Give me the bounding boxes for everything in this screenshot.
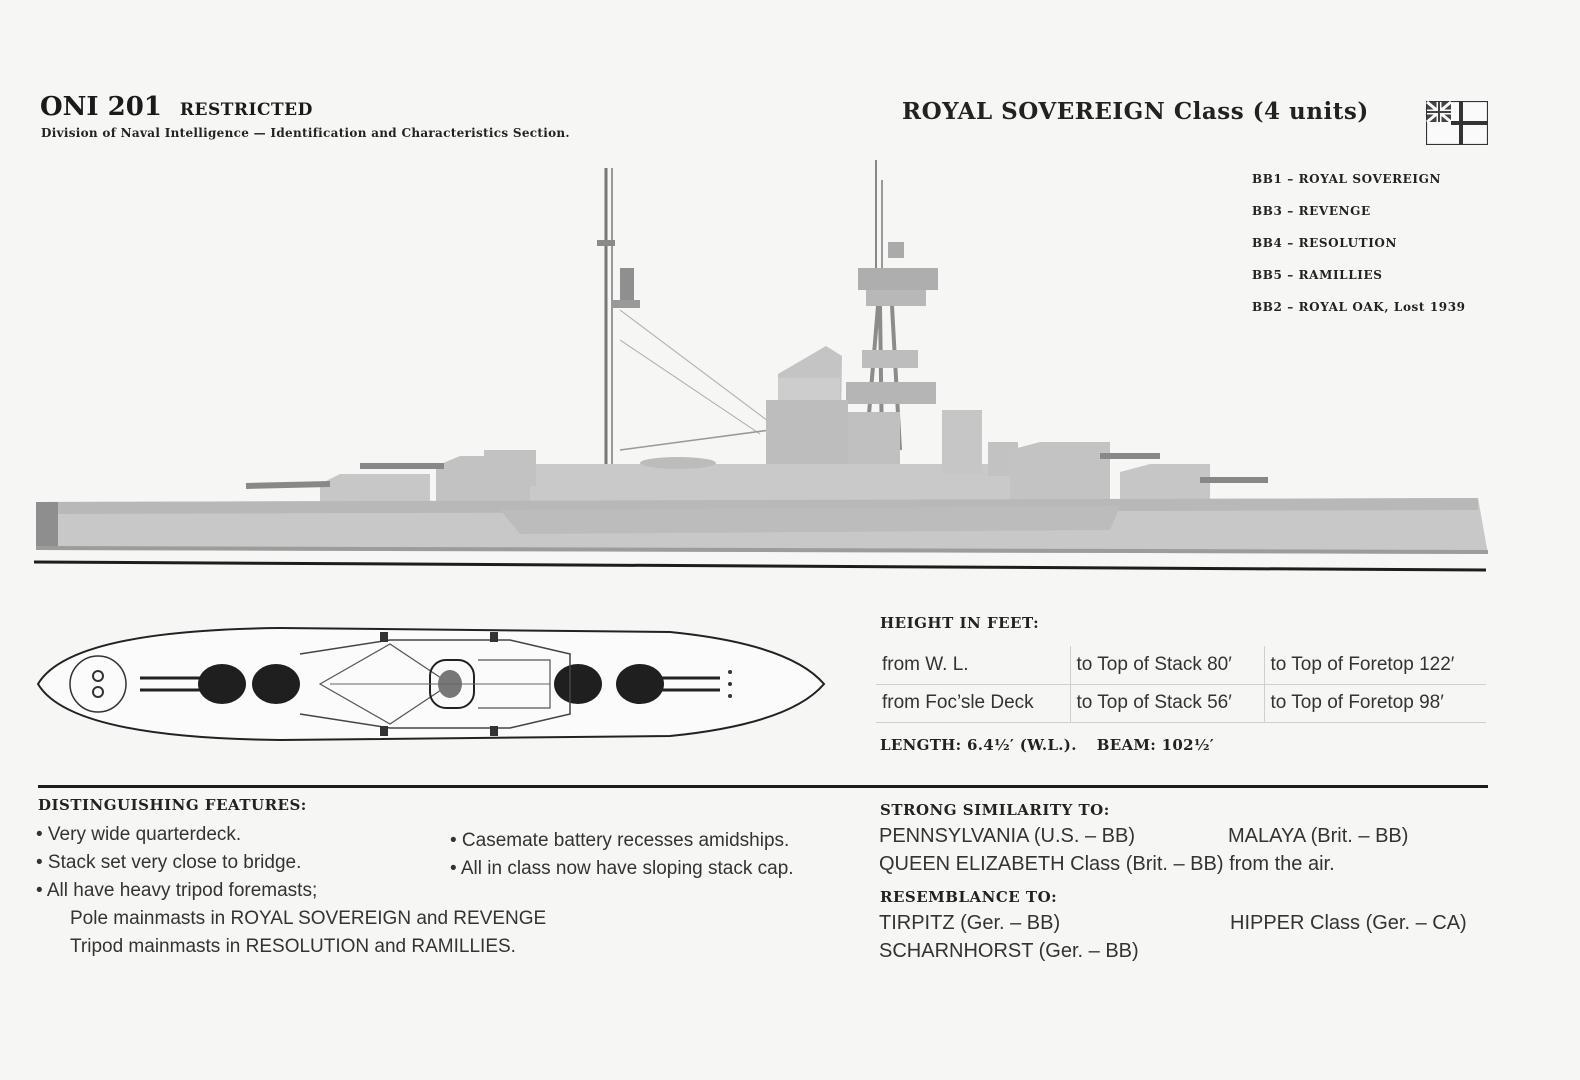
table-row: from Foc’sle Deck to Top of Stack 56′ to…: [876, 684, 1486, 723]
unit-item: BB2 – ROYAL OAK, Lost 1939: [1252, 300, 1466, 314]
similarity-item: MALAYA (Brit. – BB): [1228, 825, 1409, 847]
oni-number: ONI 201: [40, 92, 162, 122]
feature-item: • Stack set very close to bridge.: [36, 852, 302, 873]
unit-item: BB4 – RESOLUTION: [1252, 236, 1398, 250]
similarity-title: STRONG SIMILARITY TO:: [880, 801, 1110, 819]
unit-item: BB1 – ROYAL SOVEREIGN: [1252, 172, 1442, 186]
division-subtitle: Division of Naval Intelligence — Identif…: [41, 126, 570, 140]
resemblance-item: SCHARNHORST (Ger. – BB): [879, 940, 1139, 962]
unit-item: BB3 – REVENGE: [1252, 204, 1371, 218]
height-from-cell: from Foc’sle Deck: [876, 684, 1071, 723]
document-id: ONI 201 RESTRICTED: [40, 92, 313, 122]
height-section-title: HEIGHT IN FEET:: [880, 614, 1040, 632]
height-table: from W. L. to Top of Stack 80′ to Top of…: [876, 646, 1486, 723]
feature-item: • Very wide quarterdeck.: [36, 824, 242, 845]
height-foretop-cell: to Top of Foretop 98′: [1264, 684, 1486, 723]
height-stack-cell: to Top of Stack 56′: [1070, 684, 1265, 723]
resemblance-title: RESEMBLANCE TO:: [880, 888, 1058, 906]
beam-value: BEAM: 102½′: [1096, 736, 1215, 754]
feature-item: Tripod mainmasts in RESOLUTION and RAMIL…: [70, 936, 516, 957]
restricted-label: RESTRICTED: [179, 100, 313, 120]
table-row: from W. L. to Top of Stack 80′ to Top of…: [876, 646, 1486, 685]
ship-profile-illustration: [33, 160, 1489, 572]
class-title: ROYAL SOVEREIGN Class (4 units): [902, 98, 1369, 125]
white-ensign-flag-icon: [1426, 101, 1488, 145]
section-divider: [38, 785, 1488, 788]
unit-list: BB1 – ROYAL SOVEREIGN BB3 – REVENGE BB4 …: [1252, 172, 1466, 332]
feature-item: • Casemate battery recesses amidships.: [450, 830, 790, 851]
resemblance-item: TIRPITZ (Ger. – BB): [879, 912, 1061, 934]
unit-item: BB5 – RAMILLIES: [1252, 268, 1383, 282]
features-title: DISTINGUISHING FEATURES:: [38, 796, 307, 814]
height-from-cell: from W. L.: [876, 646, 1071, 685]
length-value: LENGTH: 6.4½′ (W.L.).: [880, 736, 1077, 754]
dimensions: LENGTH: 6.4½′ (W.L.). BEAM: 102½′: [880, 736, 1214, 754]
ship-plan-view-illustration: [36, 626, 826, 742]
height-foretop-cell: to Top of Foretop 122′: [1264, 646, 1486, 685]
lost-note: Lost 1939: [1393, 300, 1466, 314]
feature-item: • All in class now have sloping stack ca…: [450, 858, 794, 879]
similarity-item: QUEEN ELIZABETH Class (Brit. – BB) from …: [879, 853, 1335, 875]
resemblance-item: HIPPER Class (Ger. – CA): [1230, 912, 1467, 934]
height-stack-cell: to Top of Stack 80′: [1070, 646, 1265, 685]
feature-item: Pole mainmasts in ROYAL SOVEREIGN and RE…: [70, 908, 547, 929]
feature-item: • All have heavy tripod foremasts;: [36, 880, 318, 901]
similarity-item: PENNSYLVANIA (U.S. – BB): [879, 825, 1136, 847]
